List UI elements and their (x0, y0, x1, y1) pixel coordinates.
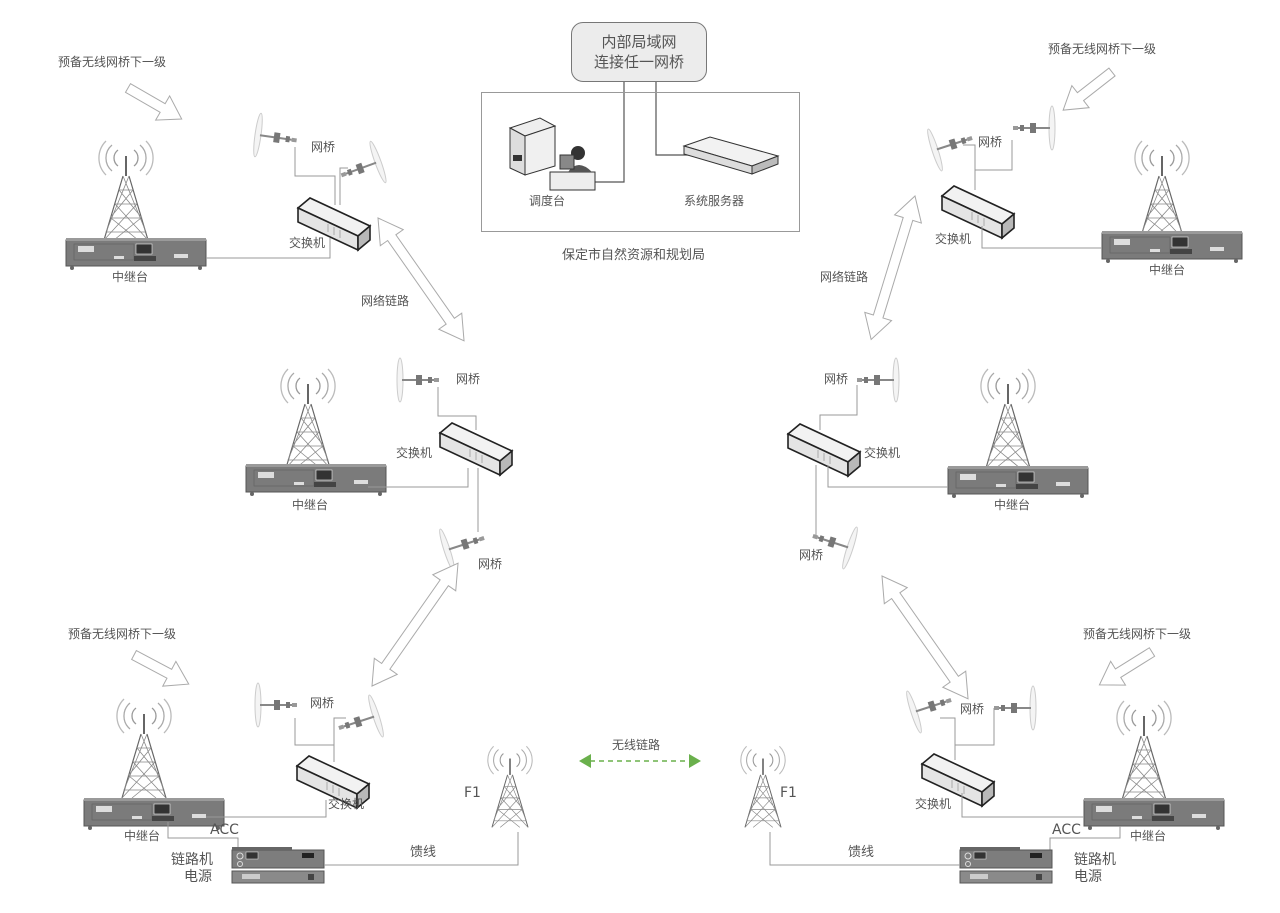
bridge-antenna-icon (856, 357, 900, 403)
reserve-arrow (1091, 639, 1160, 698)
reserve-label: 预备无线网桥下一级 (1048, 42, 1157, 56)
bridge-antenna-icon (254, 682, 298, 728)
control-center-frame (481, 92, 800, 232)
tower-icon (1133, 140, 1191, 241)
bridge-label: 网桥 (824, 372, 849, 386)
lan-box-line1: 内部局域网 (601, 33, 677, 51)
tower-icon (279, 368, 337, 469)
bridge-label: 网桥 (799, 548, 824, 562)
switch-icon (787, 423, 861, 477)
bridge-antenna-icon (331, 693, 387, 750)
network-link-arrow (366, 209, 477, 350)
repeater-label: 中继台 (292, 498, 329, 512)
reserve-arrow (126, 642, 196, 697)
wireless-link-arrow (579, 754, 701, 768)
reserve-label: 预备无线网桥下一级 (1083, 627, 1192, 641)
f1-label: F1 (780, 785, 797, 801)
node-top-right (924, 60, 1243, 264)
node-top-left (65, 75, 390, 271)
switch-label: 交换机 (935, 232, 972, 246)
bridge-label: 网桥 (310, 696, 335, 710)
dispatch-console-icon (508, 117, 596, 191)
repeater-rack-icon (83, 797, 225, 831)
switch-label: 交换机 (864, 446, 901, 460)
bridge-antenna-icon (993, 685, 1037, 731)
link-machine-label: 链路机 (171, 852, 213, 868)
tower-icon (979, 368, 1037, 469)
network-link-label: 网络链路 (820, 270, 869, 284)
feeder-label: 馈线 (848, 845, 875, 860)
repeater-rack-icon (245, 463, 387, 497)
bridge-label: 网桥 (978, 135, 1003, 149)
system-server-icon (682, 136, 780, 175)
switch-label: 交换机 (289, 236, 326, 250)
lan-box-line2: 连接任一网桥 (593, 53, 684, 71)
reserve-arrow (120, 75, 190, 132)
repeater-label: 中继台 (994, 498, 1031, 512)
node-mid-left (245, 357, 513, 573)
acc-label: ACC (210, 822, 239, 838)
org-label: 保定市自然资源和规划局 (562, 248, 706, 263)
repeater-label: 中继台 (124, 829, 161, 843)
network-link-arrow (857, 191, 929, 345)
bridge-label: 网桥 (311, 140, 336, 154)
switch-label: 交换机 (396, 446, 433, 460)
tower-icon (1115, 700, 1173, 801)
reserve-label: 预备无线网桥下一级 (68, 627, 177, 641)
power-label: 电源 (1074, 869, 1102, 885)
acc-label: ACC (1052, 822, 1081, 838)
f1-antenna-icon (486, 745, 534, 829)
lan-box: 内部局域网 连接任一网桥 (571, 22, 707, 82)
node-bottom-left (83, 642, 534, 884)
network-link-arrow (360, 554, 471, 695)
switch-label: 交换机 (328, 797, 365, 811)
tower-icon (115, 698, 173, 799)
f1-antenna-icon (739, 745, 787, 829)
bridge-label: 网桥 (478, 557, 503, 571)
repeater-rack-icon (65, 237, 207, 271)
switch-icon (941, 185, 1015, 239)
reserve-label: 预备无线网桥下一级 (58, 55, 167, 69)
repeater-rack-icon (1101, 230, 1243, 264)
node-mid-right (787, 357, 1089, 571)
switch-label: 交换机 (915, 797, 952, 811)
bridge-label: 网桥 (456, 372, 481, 386)
repeater-rack-icon (1083, 797, 1225, 831)
reserve-arrow (1054, 60, 1122, 122)
link-machine-label: 链路机 (1074, 852, 1116, 868)
network-link-label: 网络链路 (361, 294, 410, 308)
wireless-link-label: 无线链路 (612, 738, 661, 752)
link-machine-rack-icon (959, 846, 1053, 884)
repeater-label: 中继台 (112, 270, 149, 284)
switch-icon (439, 422, 513, 476)
bridge-antenna-icon (924, 116, 980, 173)
feeder-label: 馈线 (410, 845, 437, 860)
repeater-label: 中继台 (1130, 829, 1167, 843)
server-label: 系统服务器 (684, 194, 745, 208)
bridge-antenna-icon (250, 111, 301, 164)
network-link-arrow (870, 567, 981, 708)
bridge-antenna-icon (396, 357, 440, 403)
repeater-rack-icon (947, 465, 1089, 499)
bridge-label: 网桥 (960, 702, 985, 716)
power-label: 电源 (184, 869, 212, 885)
bridge-antenna-icon (1012, 105, 1056, 151)
repeater-label: 中继台 (1149, 263, 1186, 277)
lan-to-dispatch-line (595, 80, 625, 183)
f1-label: F1 (464, 785, 481, 801)
node-bottom-right (739, 639, 1225, 884)
dispatch-label: 调度台 (529, 194, 566, 208)
tower-icon (97, 140, 155, 241)
link-machine-rack-icon (231, 846, 325, 884)
lan-to-server-line (655, 80, 690, 156)
